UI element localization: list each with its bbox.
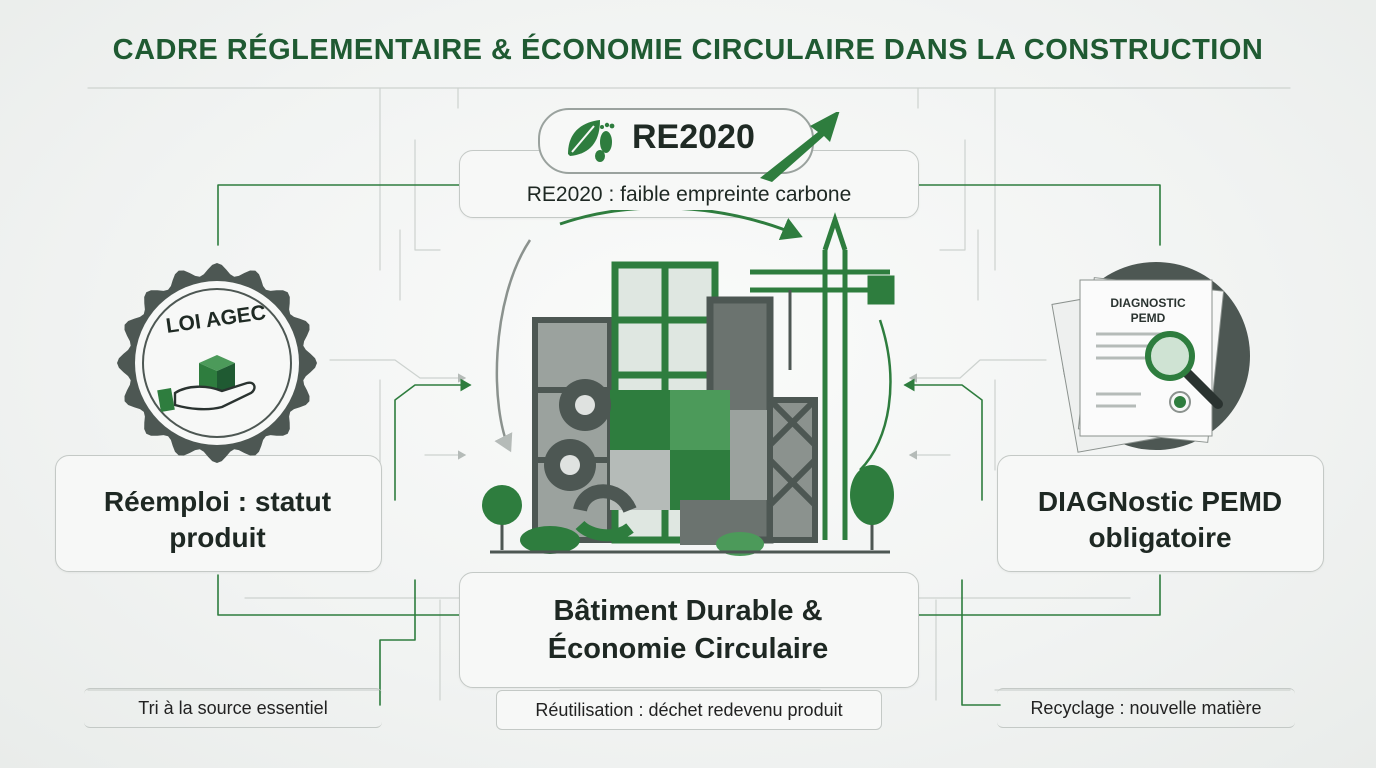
puzzle-icon [610, 390, 770, 510]
re2020-icons [568, 112, 840, 182]
building-illustration [482, 210, 895, 556]
left-box [55, 455, 382, 572]
hand-icon [157, 381, 256, 413]
center-label: Bâtiment Durable & Économie Circulaire [547, 595, 829, 665]
crane-icon [750, 212, 895, 540]
caption-bottom-left: Tri à la source essentiel [84, 688, 382, 728]
right-box [997, 455, 1324, 572]
page-title: CADRE RÉGLEMENTAIRE & ÉCONOMIE CIRCULAIR… [112, 34, 1264, 66]
re2020-label: RE2020 [632, 118, 755, 156]
right-label: DIAGNostic PEMD obligatoire [1037, 486, 1283, 553]
magnifier-icon [1145, 331, 1223, 409]
caption-bottom-right: Recyclage : nouvelle matière [997, 688, 1295, 728]
agec-seal [117, 263, 317, 463]
cycle-arrow-icon [573, 484, 730, 545]
document-icon [1051, 277, 1225, 453]
building-icon [532, 317, 613, 543]
tree-icon [482, 465, 894, 556]
arrow-up-icon [760, 112, 840, 182]
footprint-icon [595, 122, 615, 162]
caption-bottom-center: Réutilisation : déchet redevenu produit [496, 690, 882, 730]
gear-icon [544, 379, 611, 491]
doc-text: DIAGNOSTIC PEMD [1110, 296, 1186, 325]
re2020-caption: RE2020 : faible empreinte carbone [526, 183, 852, 206]
pemd-badge [1051, 262, 1250, 453]
center-box [459, 572, 919, 688]
left-label: Réemploi : statut produit [103, 486, 332, 553]
